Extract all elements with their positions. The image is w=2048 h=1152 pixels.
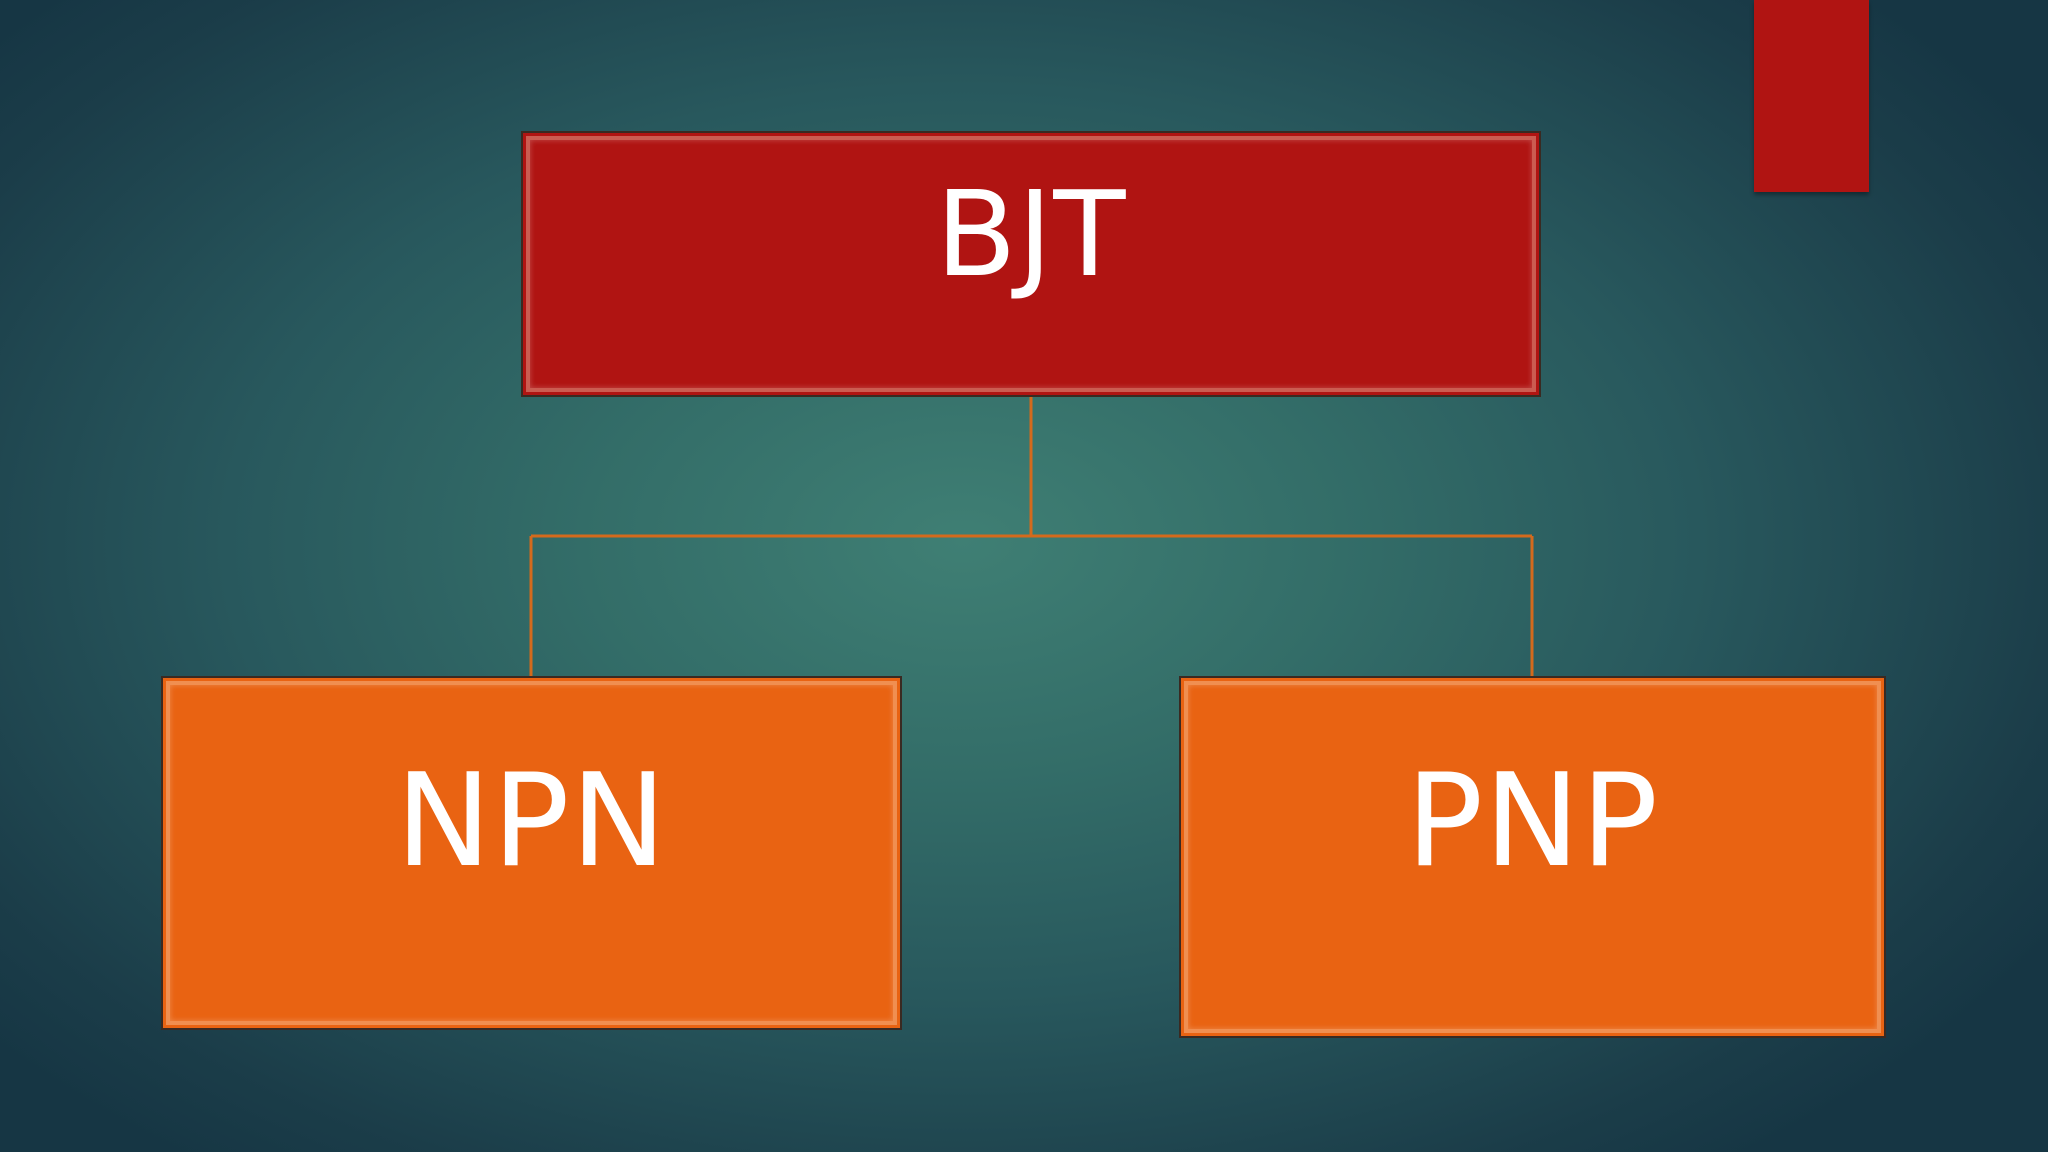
node-pnp: PNP [1179, 676, 1886, 1038]
node-pnp-label: PNP [1405, 747, 1660, 896]
corner-accent-tab [1754, 0, 1869, 192]
node-bjt: BJT [521, 131, 1541, 397]
node-bjt-label: BJT [935, 165, 1127, 303]
node-npn: NPN [161, 676, 902, 1030]
node-npn-label: NPN [395, 747, 668, 896]
